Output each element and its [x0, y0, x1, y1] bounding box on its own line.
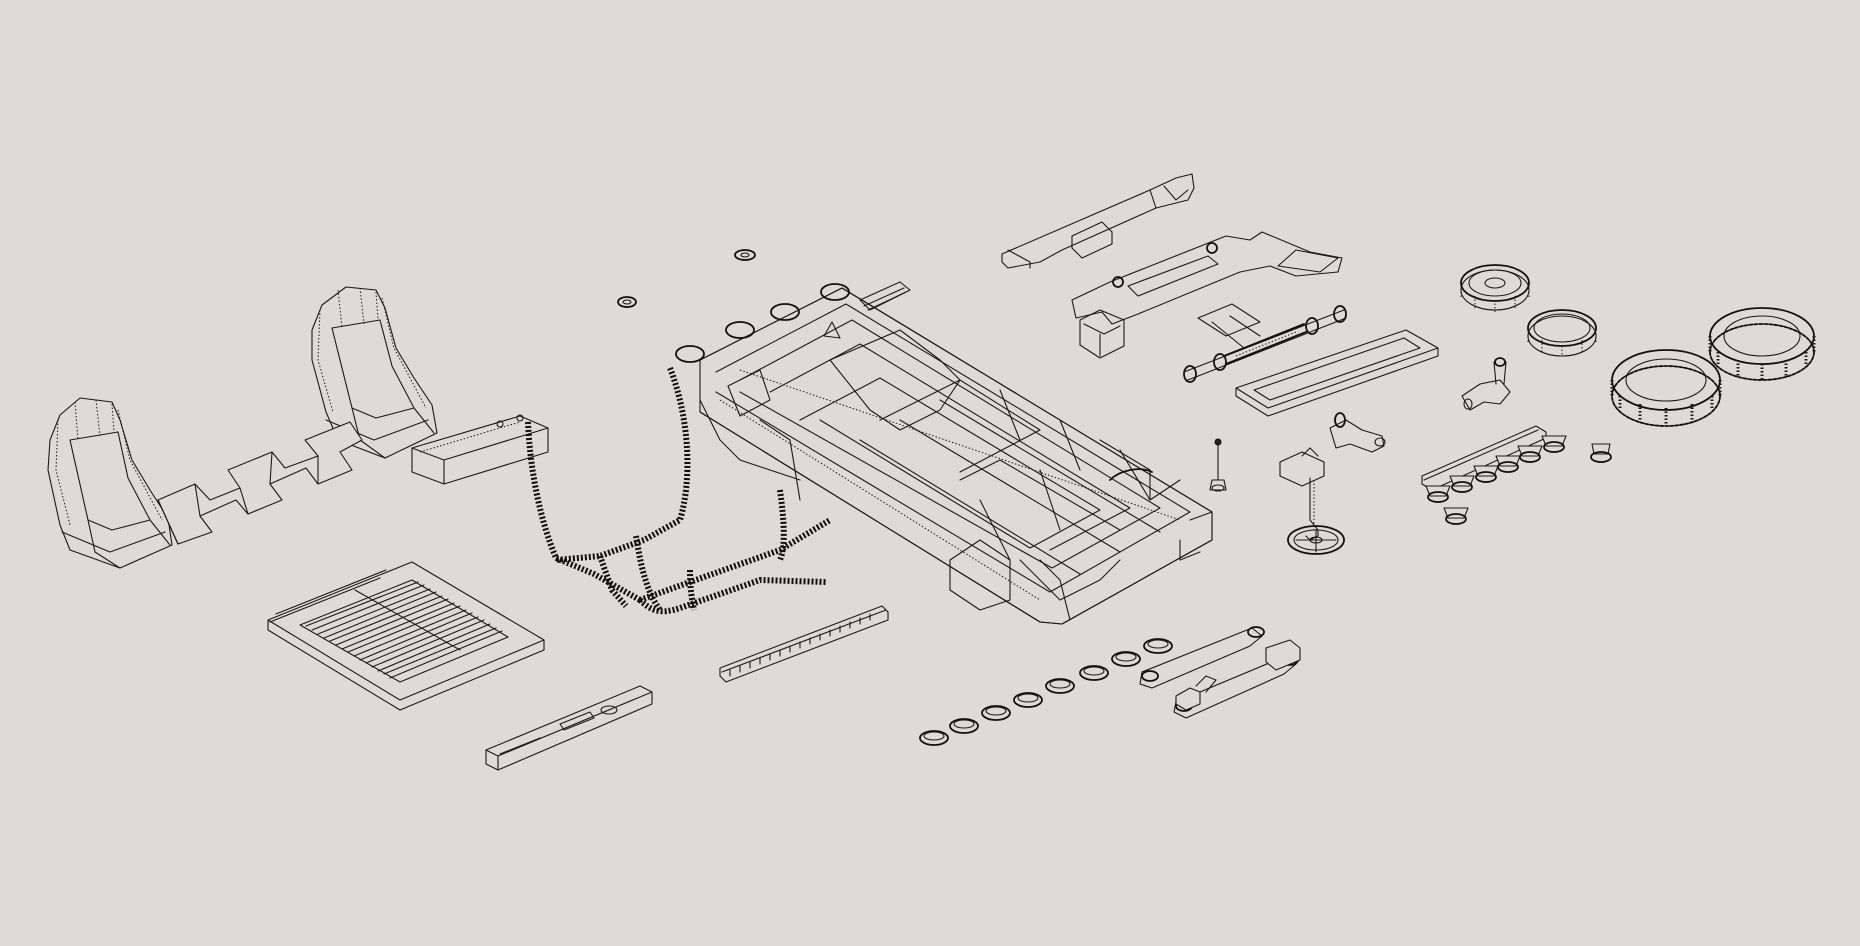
tire-inner[interactable] [1610, 349, 1722, 427]
antenna[interactable] [1209, 438, 1227, 492]
spacer-ring-set[interactable] [919, 638, 1173, 746]
steering-knuckle-right[interactable] [1461, 357, 1511, 411]
hub-cup-6 [1541, 435, 1567, 453]
drive-shaft[interactable] [1183, 305, 1347, 383]
spacer-ring [919, 730, 949, 746]
spacer-ring [1111, 651, 1141, 667]
rear-shelf[interactable] [411, 414, 549, 485]
roof-light-bar[interactable] [1001, 173, 1195, 269]
washer-left[interactable] [617, 296, 637, 308]
suspension-arm-set[interactable] [1139, 626, 1301, 719]
seat-right[interactable] [311, 286, 438, 459]
spacer-ring [1045, 678, 1075, 694]
rear-bumper-bar[interactable] [485, 685, 653, 771]
seat-rail[interactable] [157, 421, 363, 545]
spacer-ring [981, 705, 1011, 721]
hub-cup-4 [1495, 455, 1521, 473]
roll-cage[interactable] [525, 366, 832, 615]
wheel-hub-set[interactable] [1421, 425, 1612, 525]
skid-plate[interactable] [1235, 329, 1439, 417]
spacer-ring [949, 718, 979, 734]
lower-frame-bracket[interactable] [1197, 303, 1261, 349]
spacer-ring [1143, 638, 1173, 654]
seat-left[interactable] [47, 397, 173, 569]
spacer-ring [1013, 692, 1043, 708]
chassis-body[interactable] [675, 281, 1213, 625]
hub-cup-1 [1425, 485, 1451, 503]
wheel-rim-outer[interactable] [1527, 309, 1597, 357]
hub-cup-5 [1517, 445, 1543, 463]
steering-column[interactable] [1279, 447, 1325, 541]
wheel-rim-inner[interactable] [1460, 264, 1530, 312]
grille-slats [269, 569, 503, 679]
side-step-rack[interactable] [719, 605, 889, 683]
hub-cup-7 [1443, 507, 1469, 525]
tire-outer[interactable] [1708, 307, 1816, 381]
hub-cup-2 [1449, 475, 1475, 493]
spacer-ring [1079, 665, 1109, 681]
hub-cup-3 [1473, 465, 1499, 483]
washer-right[interactable] [734, 249, 756, 261]
front-bumper[interactable] [1071, 231, 1343, 359]
steering-wheel[interactable] [1287, 525, 1345, 555]
hub-cup-8 [1590, 443, 1612, 463]
chassis-front-lights [675, 283, 850, 363]
steering-knuckle-upper[interactable] [1329, 412, 1386, 453]
floor-grille-panel[interactable] [267, 561, 545, 711]
